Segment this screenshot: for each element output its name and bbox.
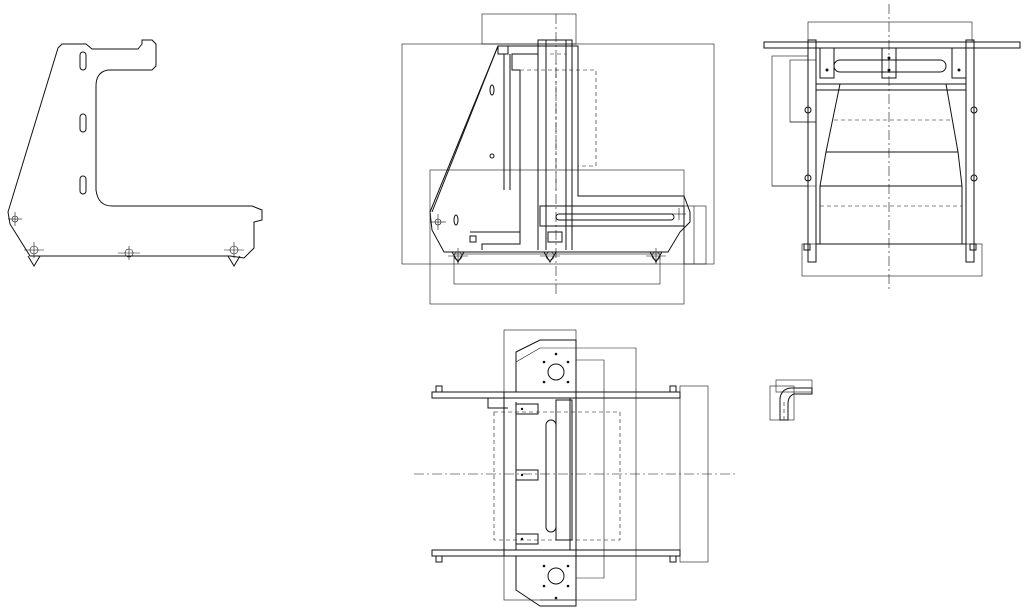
end-view (763, 4, 1021, 292)
side-profile-view (7, 39, 263, 267)
top-view (414, 329, 738, 607)
front-view (401, 13, 715, 305)
detail-bracket-view (769, 379, 813, 421)
